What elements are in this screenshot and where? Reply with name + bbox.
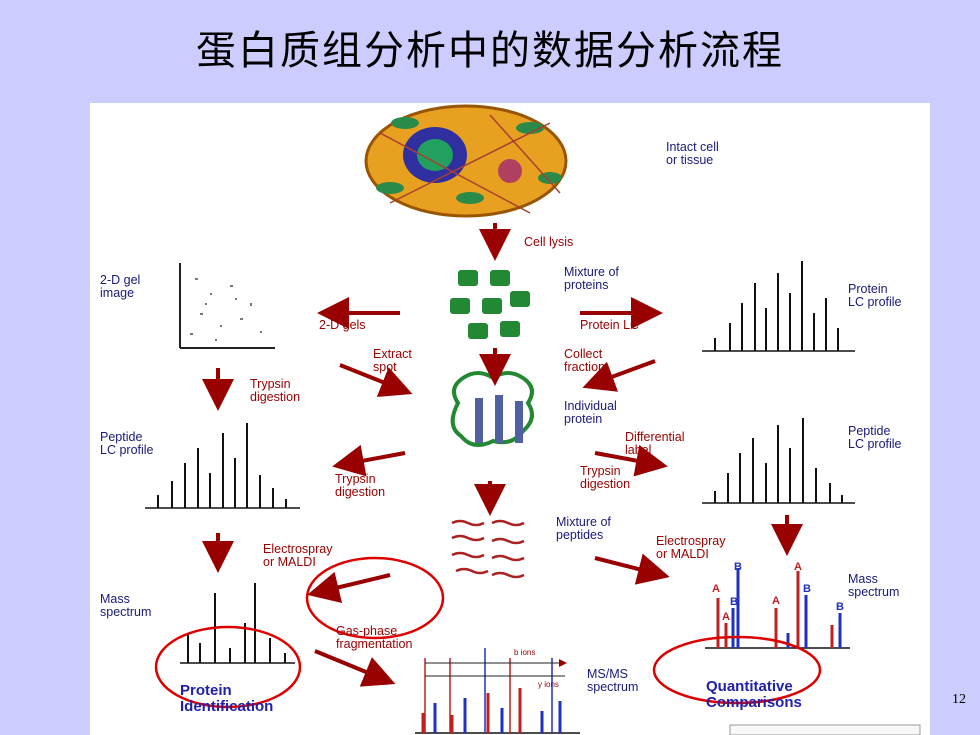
label-individual-protein: Individual protein [564, 399, 617, 426]
label-collect-fraction: Collect fraction [564, 347, 605, 374]
arrow-collect-fraction [582, 359, 656, 392]
label-b-ions: b ions [514, 648, 536, 657]
arrow-electrospray-right [594, 553, 670, 585]
label-differential-label: Differential label [625, 430, 685, 457]
label-extract-spot: Extract spot [373, 347, 412, 374]
label-gas-phase: Gas-phase fragmentation [336, 624, 413, 651]
arrow-extract-spot [339, 363, 413, 397]
label-trypsin-mid-left: Trypsin digestion [335, 472, 386, 499]
bottom-box [729, 724, 921, 735]
peak-letter: B [803, 583, 811, 595]
peak-letter: A [722, 611, 730, 623]
peak-letter: A [772, 595, 780, 607]
label-electrospray-right: Electrospray or MALDI [656, 534, 726, 561]
label-mass-spectrum-right: Mass spectrum [848, 572, 900, 599]
label-mixture-proteins: Mixture of proteins [564, 265, 619, 292]
label-intact-cell: Intact cell or tissue [666, 140, 719, 167]
label-protein-identification: Protein Identification [180, 682, 274, 715]
protein-lc-profile-chart [702, 261, 855, 352]
peak-letter: B [734, 561, 742, 573]
label-quantitative-comparisons: Quantitative Comparisons [706, 678, 802, 711]
arrow-electrospray-left [307, 571, 391, 603]
workflow-diagram: Intact cell or tissue Cell lysis Mixture… [90, 103, 930, 735]
peptide-mixture-icon [451, 519, 525, 579]
label-gel-image: 2-D gel image [100, 273, 141, 300]
label-2d-gels: 2-D gels [319, 318, 366, 332]
peak-letter: B [730, 596, 738, 608]
label-electrospray-left: Electrospray or MALDI [263, 542, 333, 569]
peak-letter: B [836, 601, 844, 613]
arrow-trypsin-mid-left [332, 444, 406, 477]
flow-arrows [202, 223, 803, 687]
highlight-circle-protein-id [154, 625, 302, 709]
label-trypsin-left: Trypsin digestion [250, 377, 301, 404]
peptide-lc-profile-left-chart [145, 423, 300, 509]
page-number: 12 [952, 692, 966, 707]
label-protein-lc: Protein LC [580, 318, 640, 332]
label-peptide-lc-left: Peptide LC profile [100, 430, 154, 457]
highlight-circle-ms-arrow [305, 556, 445, 640]
arrow-trypsin-mid-right [594, 444, 668, 477]
label-trypsin-mid-right: Trypsin digestion [580, 464, 631, 491]
label-mixture-peptides: Mixture of peptides [556, 515, 611, 542]
peak-letter: A [794, 561, 802, 573]
arrow-gas-phase [314, 649, 396, 687]
individual-protein-icon [450, 371, 534, 447]
highlight-circle-quantitative [652, 635, 822, 705]
gel-image [179, 263, 275, 349]
label-cell-lysis: Cell lysis [524, 235, 574, 249]
highlight-circles [154, 556, 822, 709]
cell-illustration [364, 104, 568, 218]
protein-mixture-icons [450, 270, 530, 339]
peak-letter: A [712, 583, 720, 595]
label-mass-spectrum-left: Mass spectrum [100, 592, 152, 619]
label-msms-spectrum: MS/MS spectrum [587, 667, 639, 694]
label-protein-lc-profile: Protein LC profile [848, 282, 902, 309]
label-y-ions: y ions [538, 680, 559, 689]
label-peptide-lc-right: Peptide LC profile [848, 424, 902, 451]
msms-spectrum-chart [415, 648, 580, 734]
diagram-graphics [145, 104, 921, 735]
mass-spectrum-left-chart [180, 583, 295, 664]
peptide-lc-profile-right-chart [702, 418, 855, 504]
slide-title: 蛋白质组分析中的数据分析流程 [196, 28, 784, 74]
